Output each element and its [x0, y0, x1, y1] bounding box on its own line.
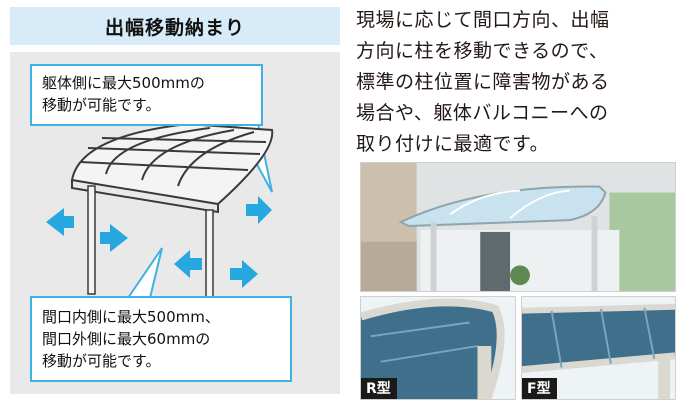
callout-bottom-line: 移動が可能です。 — [42, 352, 161, 370]
description-line: 方向に柱を移動できるので、 — [356, 40, 609, 62]
callout-top-line: 移動が可能です。 — [42, 96, 161, 114]
callout-depth-movement: 躯体側に最大500mmの 移動が可能です。 — [30, 64, 263, 126]
arrow-left-icon — [46, 208, 74, 236]
description-line: 取り付けに最適です。 — [356, 133, 550, 155]
carport-photo — [360, 162, 676, 292]
description-line: 標準の柱位置に障害物がある — [356, 71, 610, 93]
f-type-badge: F型 — [522, 378, 557, 399]
callout-top-line: 躯体側に最大500mmの — [42, 74, 205, 92]
arrow-right-icon — [246, 196, 272, 224]
description-text: 現場に応じて間口方向、出幅 方向に柱を移動できるので、 標準の柱位置に障害物があ… — [356, 5, 676, 160]
r-type-badge: R型 — [361, 378, 397, 399]
callout-width-movement: 間口内側に最大500mm、 間口外側に最大60mmの 移動が可能です。 — [30, 296, 292, 382]
callout-bottom-tail — [126, 247, 163, 299]
callout-bottom-line: 間口外側に最大60mmの — [42, 330, 211, 348]
description-line: 現場に応じて間口方向、出幅 — [356, 9, 610, 31]
r-type-photo: R型 — [360, 296, 516, 400]
move-arrows — [46, 196, 272, 288]
description-line: 場合や、躯体バルコニーへの — [356, 102, 609, 124]
arrow-left-icon — [174, 250, 202, 278]
arrow-right-icon — [230, 260, 258, 288]
section-title: 出幅移動納まり — [10, 7, 340, 45]
carport-roof — [70, 122, 274, 214]
f-type-photo: F型 — [521, 296, 676, 400]
movement-diagram-panel: 躯体側に最大500mmの 移動が可能です。 間口内側に最大500mm、 間口外側… — [10, 52, 340, 394]
arrow-right-icon — [100, 224, 128, 252]
carport-diagram — [46, 122, 274, 301]
callout-bottom-line: 間口内側に最大500mm、 — [42, 308, 220, 326]
